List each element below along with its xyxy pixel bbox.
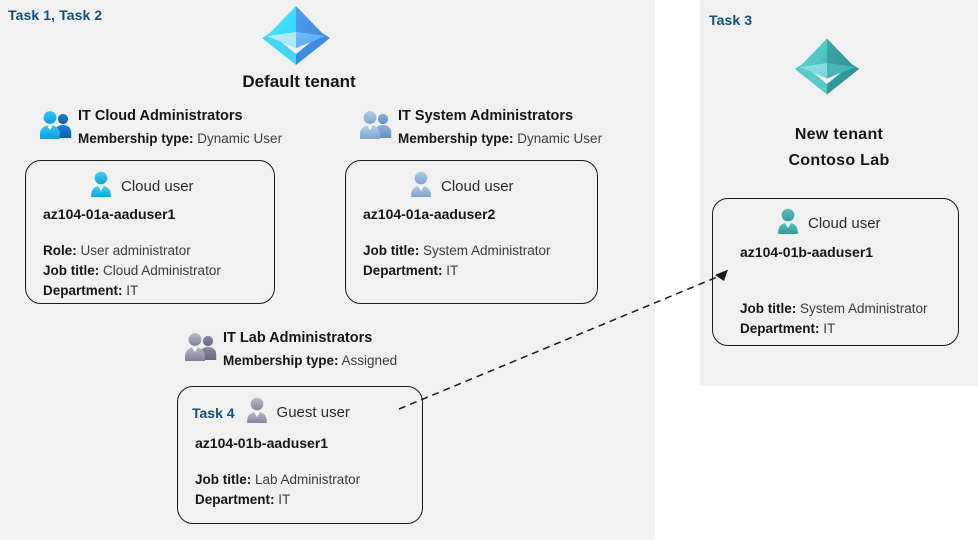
card-properties: Role: User administrator Job title: Clou… (43, 241, 221, 301)
card-property-value: IT (278, 492, 291, 507)
card-property-key: Job title: (740, 301, 797, 316)
card-upn: az104-01a-aaduser1 (43, 206, 176, 222)
card-property-row: Role: User administrator (43, 241, 221, 261)
group-membership: Membership type: Dynamic User (78, 129, 282, 149)
new-tenant-title: New tenant Contoso Lab (700, 122, 978, 174)
card-property-row: Job title: System Administrator (363, 241, 551, 261)
card-property-value: System Administrator (423, 243, 551, 258)
card-property-value: System Administrator (800, 301, 928, 316)
card-property-value: Lab Administrator (255, 472, 361, 487)
task-label-3: Task 3 (709, 12, 753, 28)
card-user-type: Cloud user (808, 215, 881, 232)
card-property-row: Department: IT (43, 281, 221, 301)
card-upn: az104-01a-aaduser2 (363, 206, 496, 222)
card-property-value: IT (823, 321, 836, 336)
user-card-new-tenant-aaduser1[interactable]: Cloud user az104-01b-aaduser1 Job title:… (712, 198, 959, 346)
user-card-aaduser1[interactable]: Cloud user az104-01a-aaduser1 Role: User… (25, 160, 275, 304)
group-users-icon (38, 110, 74, 145)
group-membership: Membership type: Assigned (223, 351, 397, 371)
cloud-user-icon (775, 207, 801, 240)
group-users-icon (358, 110, 394, 145)
card-property-key: Job title: (195, 472, 252, 487)
card-head: Cloud user (88, 170, 194, 203)
azure-ad-tenant-icon-default (257, 2, 335, 73)
group-membership-value: Dynamic User (197, 131, 283, 146)
card-property-key: Department: (43, 283, 123, 298)
card-property-value: IT (446, 263, 459, 278)
group-name: IT System Administrators (398, 108, 574, 124)
user-card-aaduser2[interactable]: Cloud user az104-01a-aaduser2 Job title:… (345, 160, 598, 304)
card-property-row: Department: IT (363, 261, 551, 281)
card-property-value: IT (126, 283, 139, 298)
card-property-value: Cloud Administrator (103, 263, 221, 278)
group-membership-key: Membership type: (223, 353, 339, 368)
card-property-value: User administrator (80, 243, 191, 258)
card-head: Task 4 Guest user (192, 396, 350, 429)
card-upn: az104-01b-aaduser1 (195, 435, 329, 451)
card-property-row: Job title: Cloud Administrator (43, 261, 221, 281)
card-property-key: Department: (195, 492, 275, 507)
card-property-row: Department: IT (740, 319, 928, 339)
azure-ad-tenant-icon-new (790, 33, 864, 104)
task-label-1-2: Task 1, Task 2 (8, 7, 103, 23)
group-membership-key: Membership type: (78, 131, 194, 146)
card-head: Cloud user (408, 170, 514, 203)
user-card-guest-aaduser1[interactable]: Task 4 Guest user az104-01b-aaduser1 (177, 386, 423, 524)
group-users-icon (183, 332, 219, 367)
group-membership-value: Dynamic User (517, 131, 603, 146)
cloud-user-icon (88, 170, 114, 203)
card-property-key: Department: (740, 321, 820, 336)
card-user-type: Cloud user (441, 178, 514, 195)
card-head: Cloud user (775, 207, 881, 240)
card-property-key: Job title: (363, 243, 420, 258)
card-upn: az104-01b-aaduser1 (740, 244, 874, 260)
group-membership: Membership type: Dynamic User (398, 129, 602, 149)
group-name: IT Lab Administrators (223, 330, 373, 346)
new-tenant-title-line1: New tenant (794, 126, 884, 143)
card-user-type: Cloud user (121, 178, 194, 195)
card-user-type: Guest user (276, 404, 350, 421)
card-property-row: Department: IT (195, 490, 360, 510)
guest-user-icon (244, 396, 270, 429)
default-tenant-title: Default tenant (242, 72, 356, 91)
card-property-row: Job title: System Administrator (740, 299, 928, 319)
card-properties: Job title: System Administrator Departme… (363, 241, 551, 281)
default-tenant-panel (0, 0, 655, 540)
group-membership-key: Membership type: (398, 131, 514, 146)
new-tenant-title-line2: Contoso Lab (788, 152, 890, 169)
card-property-row: Job title: Lab Administrator (195, 470, 360, 490)
card-property-key: Job title: (43, 263, 100, 278)
group-membership-value: Assigned (341, 353, 398, 368)
card-task-label: Task 4 (192, 404, 235, 421)
card-property-key: Role: (43, 243, 77, 258)
card-properties: Job title: System Administrator Departme… (740, 299, 928, 339)
cloud-user-icon (408, 170, 434, 203)
group-name: IT Cloud Administrators (78, 108, 243, 124)
card-property-key: Department: (363, 263, 443, 278)
card-properties: Job title: Lab Administrator Department:… (195, 470, 360, 510)
